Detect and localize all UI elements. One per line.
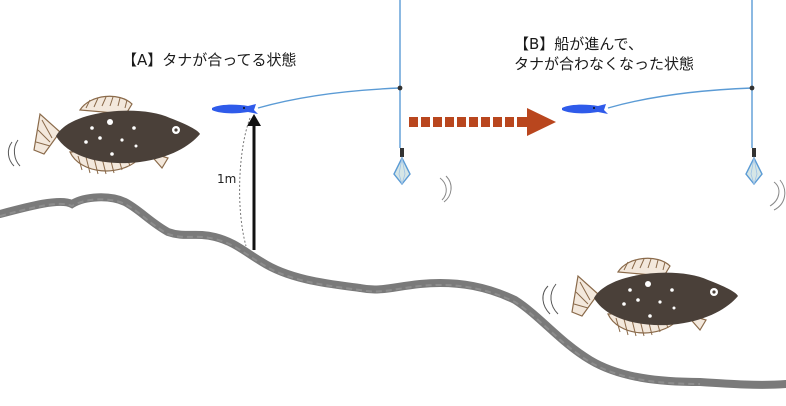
dashed-right-arrow-icon <box>409 108 556 136</box>
seabed-line <box>0 193 786 389</box>
scenario-b-label: 【B】船が進んで、 タナが合わなくなった状態 <box>514 34 694 74</box>
scenario-b-label-line2: タナが合わなくなった状態 <box>514 55 695 73</box>
rig-b <box>562 0 786 211</box>
bait-fish-icon-a <box>212 104 258 114</box>
up-arrow-icon <box>247 114 261 250</box>
bait-fish-icon-b <box>562 104 608 114</box>
scenario-b-label-line1: 【B】船が進んで、 <box>514 35 643 53</box>
distance-label: 1m <box>217 172 237 186</box>
distance-curve <box>239 117 251 247</box>
sinker-icon-a <box>393 147 411 185</box>
flatfish-icon-a <box>7 95 201 175</box>
scenario-a-label: 【A】タナが合ってる状態 <box>122 51 297 69</box>
sinker-icon-b <box>745 147 763 185</box>
flatfish-icon-b <box>542 257 739 337</box>
rig-a <box>212 0 452 203</box>
